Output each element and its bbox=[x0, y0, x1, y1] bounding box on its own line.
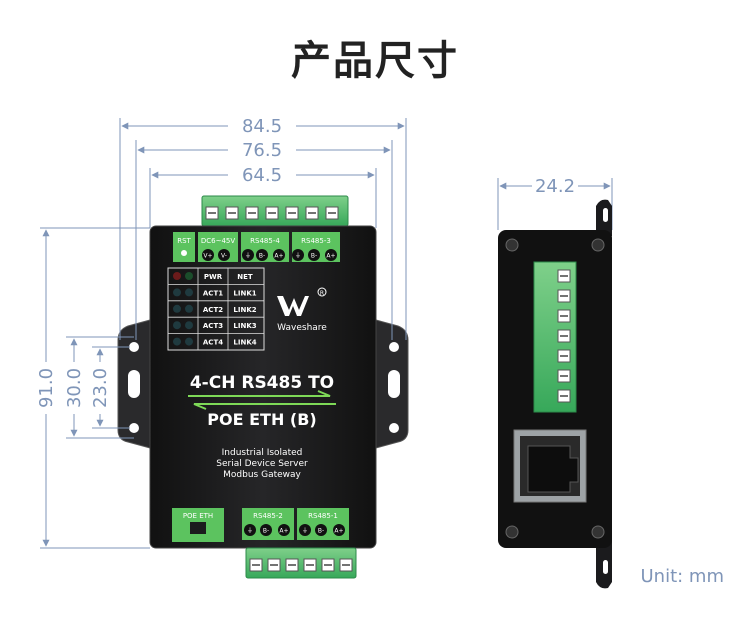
waveshare-logo: R Waveshare bbox=[277, 287, 327, 333]
product-line-1: 4-CH RS485 TO bbox=[190, 373, 334, 393]
page-title: 产品尺寸 bbox=[291, 38, 459, 84]
svg-text:R: R bbox=[320, 290, 324, 297]
led-indicator bbox=[173, 272, 181, 280]
pin-label: B- bbox=[259, 253, 265, 260]
pin-terminal bbox=[256, 249, 268, 261]
pin-terminal bbox=[242, 249, 254, 261]
dim-height-overall: 91.0 bbox=[36, 368, 57, 408]
front-view: RST DC6~45V RS485-4 RS485-3 V+ V- ⏚ B- A+ ⏚ B-… bbox=[117, 195, 409, 579]
desc-line-2: Serial Device Server bbox=[216, 459, 308, 469]
rs485-4-label: RS485-4 bbox=[250, 237, 280, 245]
desc-line-3: Modbus Gateway bbox=[223, 470, 301, 480]
dim-mount-inner: 23.0 bbox=[90, 368, 111, 408]
pin-terminal bbox=[218, 249, 230, 261]
bottom-terminal-block bbox=[245, 547, 357, 579]
pin-terminal bbox=[244, 524, 256, 536]
pin-terminal bbox=[299, 524, 311, 536]
pin-label: A+ bbox=[326, 253, 335, 260]
led-label: LINK1 bbox=[233, 289, 256, 297]
poe-label: POE ETH bbox=[183, 512, 213, 520]
pin-label: V- bbox=[221, 253, 227, 260]
ethernet-port-icon bbox=[190, 522, 206, 534]
pin-label: B- bbox=[311, 253, 317, 260]
rs485-2-label: RS485-2 bbox=[253, 512, 283, 520]
pin-label: ⏚ bbox=[302, 528, 308, 535]
rst-button bbox=[181, 250, 187, 256]
led-indicator bbox=[173, 304, 181, 313]
led-label: LINK3 bbox=[233, 322, 256, 330]
led-indicator bbox=[173, 337, 181, 346]
dim-mount-outer: 30.0 bbox=[64, 368, 85, 408]
pin-terminal bbox=[292, 249, 304, 261]
pin-terminal bbox=[325, 249, 337, 261]
led-label: NET bbox=[237, 273, 253, 281]
pin-terminal bbox=[260, 524, 272, 536]
product-line-2: POE ETH (B) bbox=[207, 410, 316, 429]
led-indicator bbox=[185, 337, 193, 346]
unit-label: Unit: mm bbox=[640, 566, 725, 587]
rs485-3-label: RS485-3 bbox=[301, 237, 331, 245]
pin-label: B- bbox=[263, 528, 269, 535]
top-terminal-block bbox=[201, 195, 349, 227]
pin-terminal bbox=[308, 249, 320, 261]
led-indicator bbox=[185, 321, 193, 330]
pin-label: A+ bbox=[279, 528, 288, 535]
screw-icon bbox=[505, 525, 519, 539]
led-indicator bbox=[185, 272, 193, 280]
led-indicator bbox=[173, 321, 181, 330]
led-indicator bbox=[185, 288, 193, 297]
dim-width-body: 64.5 bbox=[242, 165, 282, 186]
led-label: ACT4 bbox=[203, 339, 223, 347]
screw-icon bbox=[591, 525, 605, 539]
screw-icon bbox=[591, 238, 605, 252]
dim-side-depth: 24.2 bbox=[535, 176, 575, 197]
dim-width-terminals: 76.5 bbox=[242, 140, 282, 161]
pin-label: ⏚ bbox=[295, 253, 301, 260]
led-label: ACT2 bbox=[203, 306, 223, 314]
pin-label: A+ bbox=[334, 528, 343, 535]
led-label: LINK2 bbox=[233, 306, 256, 314]
pin-terminal bbox=[273, 249, 285, 261]
pin-terminal bbox=[278, 524, 290, 536]
pin-terminal bbox=[315, 524, 327, 536]
led-label: ACT1 bbox=[203, 289, 223, 297]
brand-label: Waveshare bbox=[277, 323, 327, 333]
power-label: DC6~45V bbox=[201, 237, 236, 245]
pin-label: ⏚ bbox=[247, 528, 253, 535]
front-dimensions: 84.5 76.5 64.5 91.0 30.0 23.0 bbox=[36, 116, 407, 549]
pin-terminal bbox=[202, 249, 214, 261]
pin-label: ⏚ bbox=[245, 253, 251, 260]
led-label: PWR bbox=[204, 273, 223, 281]
desc-line-1: Industrial Isolated bbox=[222, 448, 303, 458]
led-indicator bbox=[173, 288, 181, 297]
screw-icon bbox=[505, 238, 519, 252]
pin-terminal bbox=[333, 524, 345, 536]
side-view: 24.2 bbox=[497, 176, 613, 589]
rs485-1-label: RS485-1 bbox=[308, 512, 338, 520]
led-label: LINK4 bbox=[233, 339, 256, 347]
rst-label: RST bbox=[177, 237, 191, 245]
pin-label: B- bbox=[318, 528, 324, 535]
pin-label: A+ bbox=[274, 253, 283, 260]
led-indicator bbox=[185, 304, 193, 313]
led-label: ACT3 bbox=[203, 322, 223, 330]
pin-label: V+ bbox=[203, 253, 212, 260]
dim-width-overall: 84.5 bbox=[242, 116, 282, 137]
